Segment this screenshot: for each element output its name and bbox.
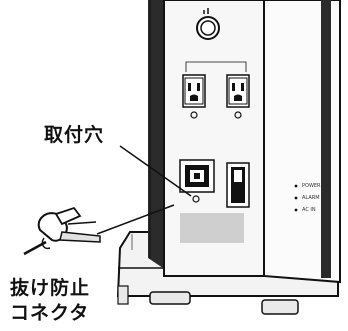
ac-in-led: [294, 208, 298, 212]
outlet-icon: [226, 74, 250, 119]
indicator-label-ac-in: AC IN: [302, 207, 316, 213]
rocker-switch-icon[interactable]: [226, 162, 250, 208]
outlet-icon: [182, 74, 206, 119]
connector-callout-line2: コネクタ: [10, 302, 90, 324]
power-button-icon[interactable]: [196, 8, 220, 40]
alarm-led: [294, 196, 298, 200]
power-led: [294, 184, 298, 188]
clamp-connector-icon: [23, 206, 101, 256]
mounting-hole: [192, 195, 200, 203]
indicator-label-alarm: ALARM: [302, 195, 320, 201]
connector-leader: [96, 204, 175, 235]
label-plate: [180, 213, 244, 243]
connector-callout: 抜け防止 コネクタ: [10, 276, 90, 326]
indicator-panel: [294, 184, 298, 212]
connector-callout-line1: 抜け防止: [10, 277, 91, 299]
mounting-hole-callout: 取付穴: [44, 124, 105, 146]
ac-inlet-icon: [179, 159, 215, 193]
mounting-hole-leader: [119, 145, 192, 197]
indicator-label-power: POWER: [302, 183, 321, 189]
